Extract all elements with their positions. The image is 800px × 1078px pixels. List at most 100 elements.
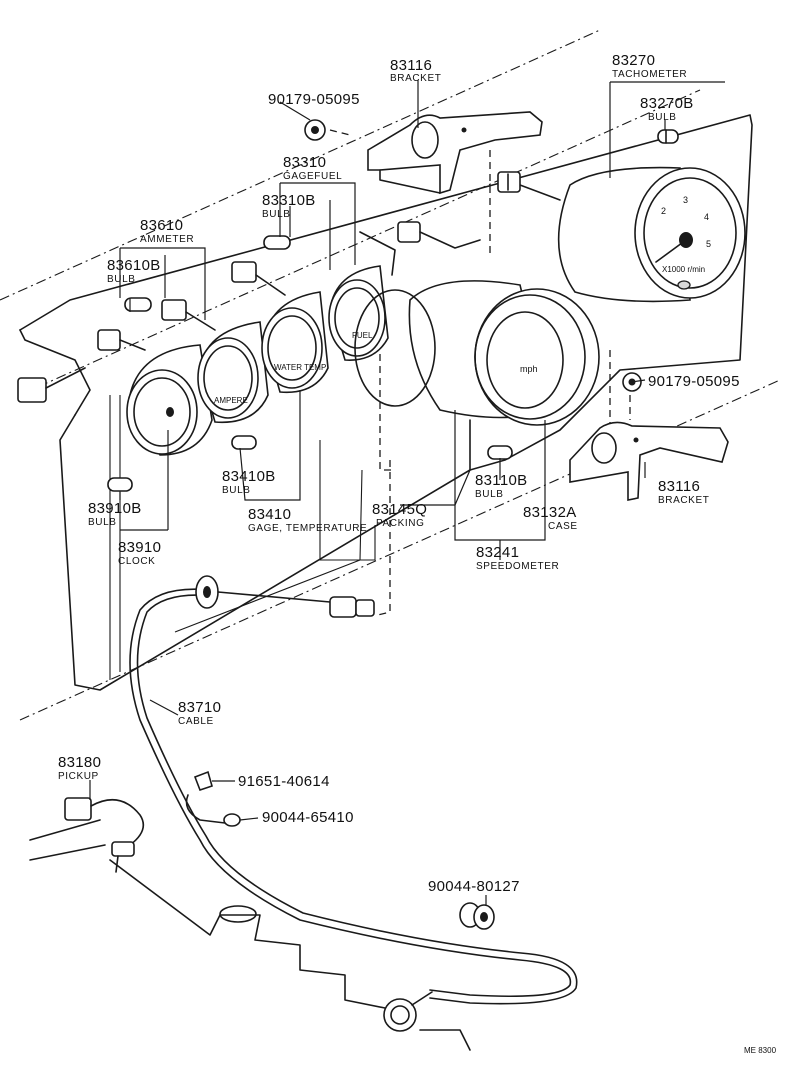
svg-text:90179-05095: 90179-05095 [648, 373, 740, 390]
label-90044-65410: 90044-65410 [262, 809, 354, 826]
svg-text:83145Q: 83145Q [372, 501, 427, 518]
diagram-code: ME 8300 [744, 1046, 777, 1055]
nut-90179-top [304, 119, 326, 141]
svg-text:83116: 83116 [658, 478, 700, 495]
label-83145q-packing: 83145Q PACKING [372, 501, 427, 529]
harness-connectors [17, 221, 481, 403]
svg-text:BULB: BULB [88, 517, 117, 528]
label-83270b-bulb: 83270B BULB [640, 95, 694, 123]
tach-number-4: 4 [704, 212, 709, 222]
svg-text:CLOCK: CLOCK [118, 556, 155, 567]
svg-text:SPEEDOMETER: SPEEDOMETER [476, 561, 559, 572]
label-91651: 91651-40614 [238, 773, 330, 790]
label-90044-80127: 90044-80127 [428, 878, 520, 895]
svg-text:CASE: CASE [548, 521, 578, 532]
svg-text:83110B: 83110B [475, 472, 527, 489]
label-90179-right: 90179-05095 [648, 373, 740, 390]
label-83110b-bulb: 83110B BULB [475, 472, 527, 500]
ammeter-gauge: AMPERE [197, 321, 269, 424]
label-90179-top: 90179-05095 [268, 91, 360, 108]
tachometer: 2 3 4 5 X1000 r/min [497, 166, 746, 303]
svg-text:83610B: 83610B [107, 257, 161, 274]
svg-text:83910B: 83910B [88, 500, 142, 517]
svg-text:PACKING: PACKING [376, 518, 424, 529]
svg-text:83270B: 83270B [640, 95, 694, 112]
svg-text:CABLE: CABLE [178, 716, 214, 727]
pickup-sensor [64, 797, 145, 873]
svg-text:83410: 83410 [248, 506, 291, 523]
label-83410-temperature: 83410 GAGE, TEMPERATURE [248, 506, 367, 534]
svg-text:AMMETER: AMMETER [140, 234, 194, 245]
label-83116-bracket-lower: 83116 BRACKET [658, 478, 709, 506]
bulb-83610b [124, 297, 152, 312]
engine-block [29, 819, 471, 1051]
label-83310b-bulb: 83310B BULB [262, 192, 316, 220]
svg-text:BRACKET: BRACKET [658, 495, 709, 506]
temp-dial-label: WATER TEMP [274, 363, 326, 372]
svg-text:BULB: BULB [222, 485, 251, 496]
bulb-83910b [107, 477, 133, 492]
svg-text:GAGE, TEMPERATURE: GAGE, TEMPERATURE [248, 523, 367, 534]
bracket-lower [569, 421, 729, 501]
temperature-gauge: WATER TEMP [261, 291, 329, 394]
svg-text:90044-80127: 90044-80127 [428, 878, 520, 895]
svg-text:GAGEFUEL: GAGEFUEL [283, 171, 342, 182]
label-83410b-bulb: 83410B BULB [222, 468, 276, 496]
speedometer-case: mph [408, 280, 600, 426]
svg-text:91651-40614: 91651-40614 [238, 773, 330, 790]
leader-lines [89, 80, 725, 905]
speedo-unit-label: mph [520, 364, 538, 374]
screw-and-wire [185, 770, 241, 827]
svg-text:BULB: BULB [648, 112, 677, 123]
label-83710-cable: 83710 CABLE [178, 699, 221, 727]
fuel-dial-label: FUEL [352, 331, 373, 340]
svg-text:83410B: 83410B [222, 468, 276, 485]
svg-text:83132A: 83132A [523, 504, 577, 521]
label-83116-bracket-top: 83116 BRACKET [390, 57, 441, 84]
clock-gauge [126, 344, 213, 456]
ammeter-dial-label: AMPERE [214, 396, 248, 405]
svg-text:83310: 83310 [283, 154, 326, 171]
tach-number-5: 5 [706, 239, 711, 249]
svg-text:83910: 83910 [118, 539, 161, 556]
speedometer-cable [129, 575, 578, 1032]
svg-text:83710: 83710 [178, 699, 221, 716]
label-83910-clock: 83910 CLOCK [118, 539, 161, 567]
svg-text:83310B: 83310B [262, 192, 316, 209]
svg-text:83116: 83116 [390, 57, 432, 74]
label-83910b-bulb: 83910B BULB [88, 500, 142, 528]
svg-text:83241: 83241 [476, 544, 519, 561]
label-83610b-bulb: 83610B BULB [107, 257, 161, 285]
bulb-83410b [231, 435, 257, 450]
label-83132a-case: 83132A CASE [523, 504, 578, 532]
svg-text:83270: 83270 [612, 52, 655, 69]
svg-text:PICKUP: PICKUP [58, 771, 99, 782]
fuel-gauge: FUEL [328, 265, 389, 361]
label-83241-speedometer: 83241 SPEEDOMETER [476, 544, 559, 572]
svg-text:BULB: BULB [107, 274, 136, 285]
label-83310-gagefuel: 83310 GAGEFUEL [283, 154, 342, 182]
label-83180-pickup: 83180 PICKUP [58, 754, 101, 782]
tach-unit-label: X1000 r/min [662, 265, 705, 274]
bracket-top [367, 111, 543, 195]
svg-text:90044-65410: 90044-65410 [262, 809, 354, 826]
dashboard-panel [19, 114, 753, 691]
centerline-guides [0, 29, 781, 721]
svg-text:BULB: BULB [475, 489, 504, 500]
svg-text:BULB: BULB [262, 209, 291, 220]
svg-text:83180: 83180 [58, 754, 101, 771]
svg-text:83610: 83610 [140, 217, 183, 234]
tach-number-3: 3 [683, 195, 688, 205]
packing-ring [354, 289, 436, 407]
svg-text:TACHOMETER: TACHOMETER [612, 69, 687, 80]
label-83270-tachometer: 83270 TACHOMETER [612, 52, 687, 80]
tach-number-2: 2 [661, 206, 666, 216]
grommet-90044-80127 [459, 902, 495, 930]
svg-text:BRACKET: BRACKET [390, 73, 441, 84]
label-83610-ammeter: 83610 AMMETER [140, 217, 194, 245]
bulb-83270b [657, 129, 679, 144]
svg-text:90179-05095: 90179-05095 [268, 91, 360, 108]
bulb-83310b [263, 235, 291, 250]
bulb-83110b [487, 445, 513, 460]
